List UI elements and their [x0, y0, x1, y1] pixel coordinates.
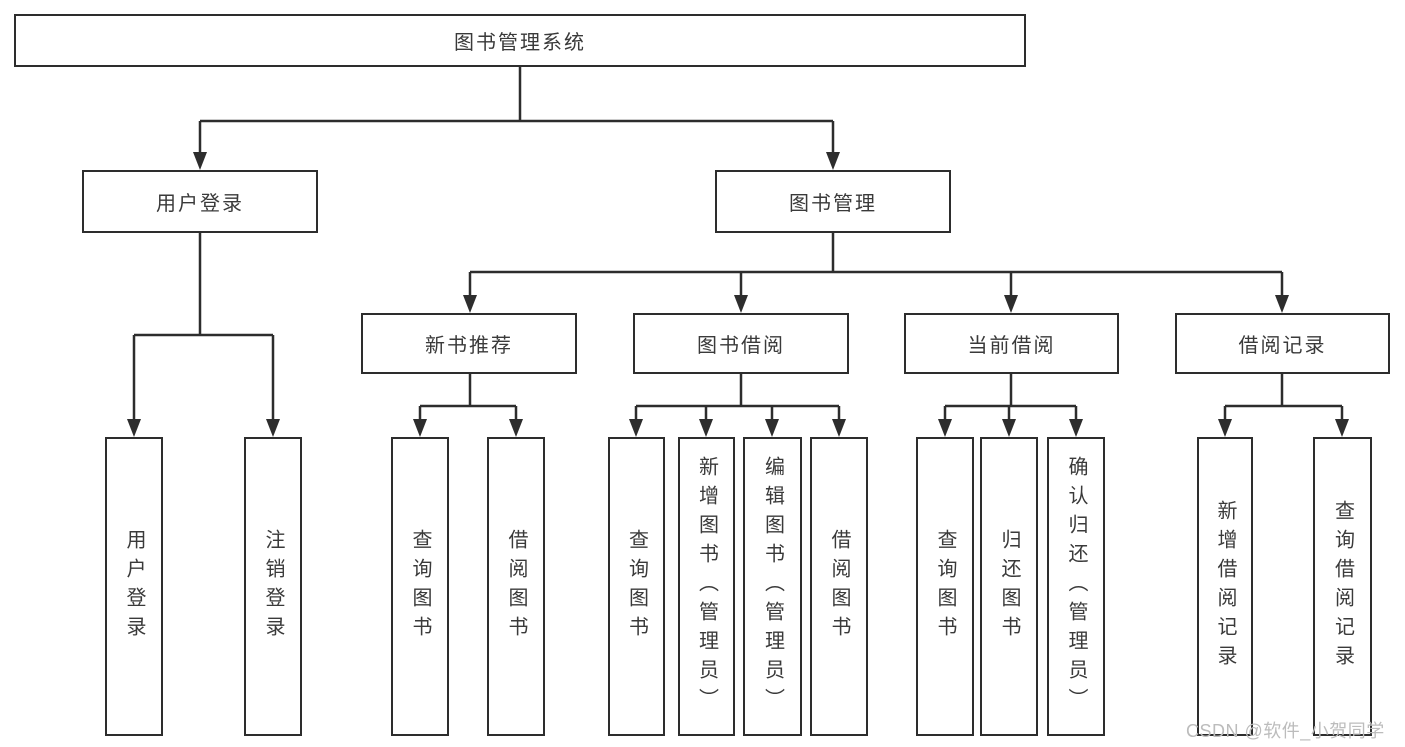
arrowhead [1275, 295, 1289, 313]
leaf-borrow-books: 借阅图书 [810, 437, 868, 736]
arrowhead [1002, 419, 1016, 437]
arrowheads [127, 152, 1349, 437]
connector-split-current [943, 404, 1078, 420]
leaf-confirm-return-admin: 确认归还（管理员） [1047, 437, 1105, 736]
node-borrow-records: 借阅记录 [1175, 313, 1390, 374]
node-current-borrow: 当前借阅 [904, 313, 1119, 374]
arrowhead [826, 152, 840, 170]
arrowhead [127, 419, 141, 437]
leaf-query-borrow-record: 查询借阅记录 [1313, 437, 1372, 736]
leaf-user-login: 用户登录 [105, 437, 163, 736]
node-book-management: 图书管理 [715, 170, 951, 233]
node-book-borrow: 图书借阅 [633, 313, 849, 374]
connector-split-records [1223, 404, 1344, 420]
node-library-management-system: 图书管理系统 [14, 14, 1026, 67]
arrowhead [765, 419, 779, 437]
arrowhead [509, 419, 523, 437]
leaf-edit-book-admin: 编辑图书（管理员） [743, 437, 802, 736]
leaf-query-books-recommend: 查询图书 [391, 437, 449, 736]
leaf-add-borrow-record: 新增借阅记录 [1197, 437, 1253, 736]
connector-root-split [198, 67, 835, 153]
leaf-return-book: 归还图书 [980, 437, 1038, 736]
arrowhead [699, 419, 713, 437]
node-user-login: 用户登录 [82, 170, 318, 233]
connector-level3-stubs [468, 374, 1284, 406]
watermark: CSDN @软件_小贺同学 [1186, 721, 1385, 741]
arrowhead [266, 419, 280, 437]
connector-management-split [468, 233, 1284, 295]
arrowhead [734, 295, 748, 313]
arrowhead [463, 295, 477, 313]
connector-split-borrow [634, 404, 841, 420]
arrowhead [832, 419, 846, 437]
arrowhead [1069, 419, 1083, 437]
leaf-borrow-books-recommend: 借阅图书 [487, 437, 545, 736]
arrowhead [1335, 419, 1349, 437]
arrowhead [1004, 295, 1018, 313]
connector-login-split [132, 233, 275, 420]
leaf-query-books-borrow: 查询图书 [608, 437, 665, 736]
arrowhead [413, 419, 427, 437]
leaf-logout: 注销登录 [244, 437, 302, 736]
leaf-add-book-admin: 新增图书（管理员） [678, 437, 735, 736]
node-new-book-recommend: 新书推荐 [361, 313, 577, 374]
connector-split-recommend [418, 404, 518, 420]
arrowhead [1218, 419, 1232, 437]
arrowhead [193, 152, 207, 170]
arrowhead [938, 419, 952, 437]
leaf-query-books-current: 查询图书 [916, 437, 974, 736]
arrowhead [629, 419, 643, 437]
